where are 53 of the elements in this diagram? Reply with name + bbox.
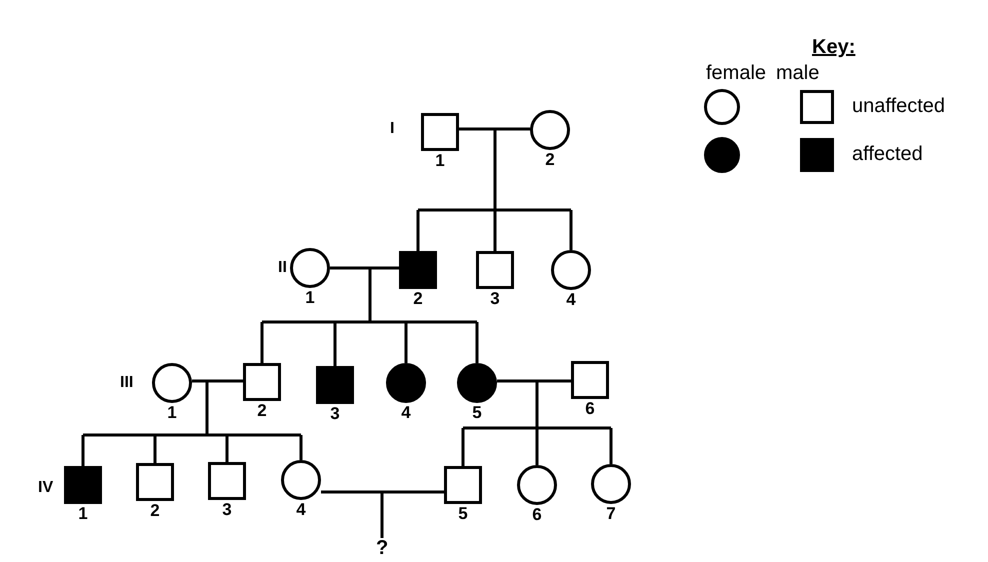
- pedigree-line: [192, 380, 243, 382]
- individual-number: 1: [167, 404, 177, 422]
- question-mark: ?: [376, 538, 388, 558]
- pedigree-line: [610, 428, 612, 464]
- legend-label: unaffected: [852, 95, 946, 117]
- pedigree-line: [300, 435, 302, 460]
- pedigree-line: [82, 435, 84, 466]
- individual-number: 4: [296, 501, 306, 519]
- pedigree-line: [334, 322, 336, 366]
- pedigree-line: [459, 128, 530, 130]
- individual-number: 5: [472, 404, 482, 422]
- generation-label: III: [120, 373, 134, 393]
- pedigree-line: [82, 380, 302, 436]
- individual-number: 5: [458, 505, 468, 523]
- pedigree-line: [260, 322, 264, 363]
- individual-number: 2: [413, 290, 423, 308]
- pedigree-line: [416, 210, 420, 251]
- pedigree-line: [260, 266, 478, 324]
- pedigree-line: [226, 435, 228, 462]
- column-heading: female: [706, 62, 766, 84]
- pedigree-line: [404, 322, 408, 363]
- pedigree-line: [154, 435, 156, 463]
- pedigree-line: [494, 210, 496, 251]
- pedigree-line: [536, 428, 538, 465]
- pedigree-line: [416, 128, 572, 212]
- individual-number: 3: [222, 501, 232, 519]
- individual-number: 2: [257, 402, 267, 420]
- individual-number: 4: [401, 404, 411, 422]
- pedigree-line: [570, 210, 572, 250]
- individual-number: 1: [305, 289, 315, 307]
- individual-number: 1: [78, 505, 88, 523]
- individual-number: 2: [545, 151, 555, 169]
- generation-label: II: [278, 258, 287, 278]
- legend-label: affected: [852, 143, 923, 165]
- generation-label: I: [390, 119, 394, 139]
- pedigree-line: [380, 492, 384, 538]
- pedigree-line: [476, 322, 478, 363]
- individual-number: 6: [532, 506, 542, 524]
- pedigree-line: [462, 428, 464, 466]
- pedigree-line: [330, 266, 399, 270]
- pedigree-line: [321, 490, 444, 494]
- individual-number: 7: [606, 505, 616, 523]
- individual-number: 6: [585, 400, 595, 418]
- pedigree-line: [497, 380, 571, 382]
- generation-label: IV: [38, 478, 54, 498]
- individual-number: 1: [435, 152, 445, 170]
- pedigree-line: [462, 380, 612, 430]
- individual-number: 3: [330, 405, 340, 423]
- individual-number: 2: [150, 502, 160, 520]
- column-heading: male: [776, 62, 820, 84]
- legend-heading: Key:: [812, 36, 856, 58]
- individual-number: 4: [566, 291, 576, 309]
- individual-number: 3: [490, 290, 500, 308]
